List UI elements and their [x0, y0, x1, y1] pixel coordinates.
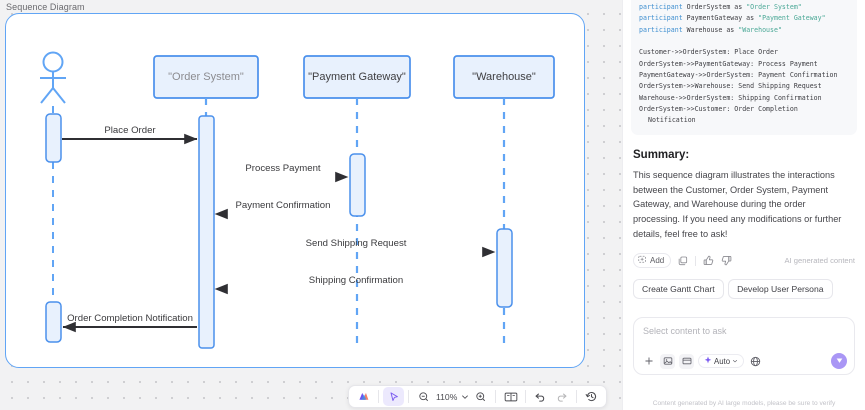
cursor-pointer-icon[interactable]	[383, 387, 404, 406]
participant-label: "Warehouse"	[472, 71, 536, 83]
zoom-out-icon[interactable]	[413, 387, 434, 406]
toolbar-divider	[378, 390, 379, 403]
undo-icon[interactable]	[530, 387, 551, 406]
ask-placeholder[interactable]: Select content to ask	[643, 326, 727, 337]
ai-sparkle-icon[interactable]	[353, 387, 374, 406]
toolbar-divider	[408, 390, 409, 403]
ask-input-box[interactable]: Select content to ask	[633, 317, 855, 376]
toolbar-divider	[525, 390, 527, 403]
toolbar-divider	[495, 390, 497, 403]
message-label: Order Completion Notification	[67, 313, 193, 324]
activation-payment-gateway	[349, 153, 366, 217]
suggestions-list: Create Gantt Chart Develop User Persona	[633, 268, 855, 300]
plus-icon[interactable]	[641, 354, 656, 369]
feedback-row: Add	[633, 253, 855, 269]
message-label: Send Shipping Request	[306, 238, 407, 249]
activation-customer-2	[45, 301, 62, 343]
canvas-area[interactable]: Sequence Diagram	[0, 0, 622, 410]
thumbs-up-icon[interactable]	[703, 255, 714, 266]
book-icon[interactable]	[500, 387, 521, 406]
copy-icon[interactable]	[678, 256, 688, 266]
send-button[interactable]	[831, 352, 847, 370]
add-to-canvas-icon	[638, 255, 647, 266]
assistant-panel: participant OrderSystem as "Order System…	[622, 0, 865, 410]
send-icon	[835, 352, 844, 370]
ask-toolbar: Auto	[641, 352, 847, 370]
auto-label: Auto	[714, 356, 731, 366]
toolbar-divider	[576, 390, 578, 403]
message-place-order[interactable]: Place Order	[62, 125, 198, 145]
summary-text: This sequence diagram illustrates the in…	[633, 169, 842, 240]
ai-disclaimer: Content generated by AI large models, pl…	[652, 400, 836, 407]
redo-icon[interactable]	[551, 387, 572, 406]
thumbs-down-icon[interactable]	[721, 255, 732, 266]
message-label: Payment Confirmation	[236, 200, 331, 211]
message-shipping-confirmation[interactable]: Shipping Confirmation	[214, 275, 495, 295]
participant-payment-gateway[interactable]: "Payment Gateway"	[303, 55, 411, 99]
participant-warehouse[interactable]: "Warehouse"	[453, 55, 555, 99]
image-icon[interactable]	[660, 353, 675, 369]
message-process-payment[interactable]: Process Payment	[215, 163, 349, 183]
message-payment-confirmation[interactable]: Payment Confirmation	[214, 200, 348, 220]
ai-generated-note: AI generated content	[784, 256, 855, 266]
activation-warehouse	[496, 228, 513, 308]
history-icon[interactable]	[581, 387, 602, 406]
code-text: participant OrderSystem as "Order System…	[639, 3, 838, 125]
globe-icon[interactable]	[748, 354, 763, 369]
message-send-shipping-request[interactable]: Send Shipping Request	[215, 238, 496, 258]
suggestion-create-gantt-chart[interactable]: Create Gantt Chart	[633, 279, 724, 300]
chevron-down-icon[interactable]	[459, 387, 470, 406]
message-label: Place Order	[104, 125, 156, 136]
tab-sequence-diagram[interactable]: Sequence Diagram	[6, 2, 85, 12]
participant-label: "Order System"	[168, 71, 244, 83]
diagram-card[interactable]: "Order System" "Payment Gateway" "Wareho…	[5, 13, 585, 368]
zoom-in-icon[interactable]	[470, 387, 491, 406]
message-order-completion-notification[interactable]: Order Completion Notification	[62, 313, 197, 333]
participant-label: "Payment Gateway"	[308, 71, 406, 83]
add-to-canvas-button[interactable]: Add	[633, 253, 672, 269]
card-icon[interactable]	[679, 353, 694, 369]
canvas-toolbar[interactable]: 110%	[348, 385, 608, 408]
actor-customer[interactable]	[40, 51, 66, 104]
activation-order-system	[198, 115, 215, 349]
auto-model-selector[interactable]: Auto	[698, 354, 745, 369]
message-label: Shipping Confirmation	[309, 275, 403, 286]
feedback-divider	[695, 255, 697, 266]
summary-heading: Summary:	[633, 148, 690, 161]
participant-order-system[interactable]: "Order System"	[153, 55, 259, 99]
zoom-level-label[interactable]: 110%	[436, 391, 458, 402]
activation-customer-1	[45, 113, 62, 163]
sequence-diagram-svg[interactable]: "Order System" "Payment Gateway" "Wareho…	[6, 14, 585, 368]
sparkle-icon	[704, 356, 712, 366]
message-label: Process Payment	[245, 163, 321, 174]
mermaid-code-block[interactable]: participant OrderSystem as "Order System…	[631, 0, 857, 135]
suggestion-develop-user-persona[interactable]: Develop User Persona	[728, 279, 833, 300]
chevron-down-icon	[732, 357, 738, 366]
add-label: Add	[650, 256, 665, 266]
